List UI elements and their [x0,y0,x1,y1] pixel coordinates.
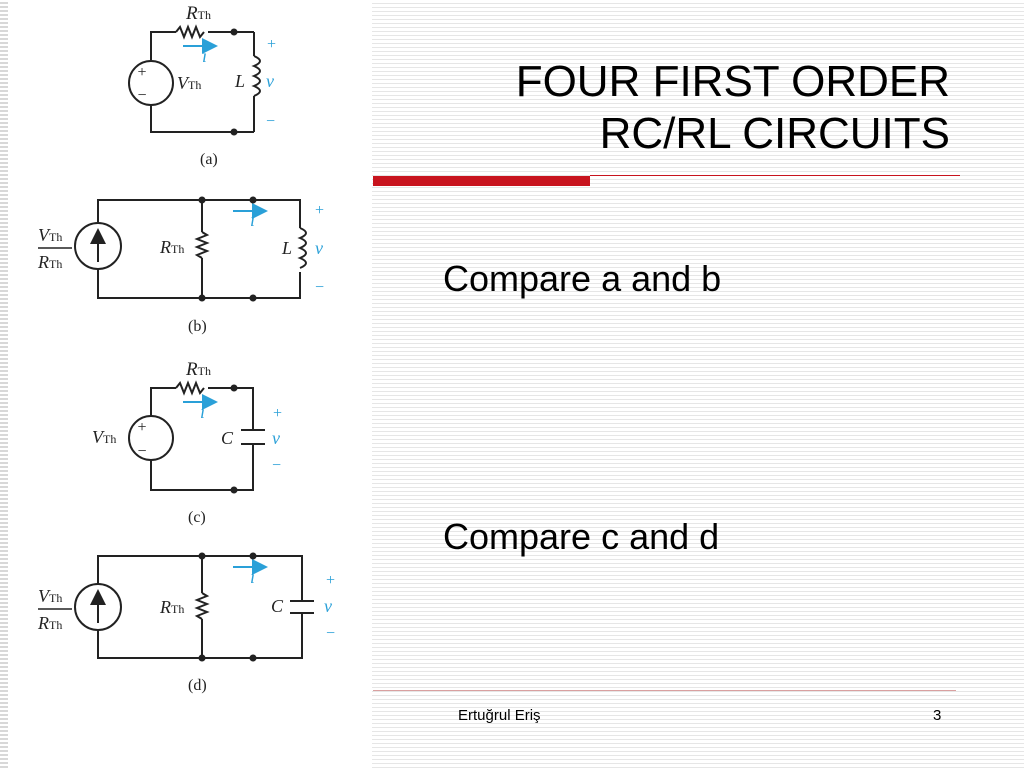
svg-text:+: + [326,572,335,589]
circuit-a [128,24,261,133]
circuit-b [74,199,307,299]
footer-author: Ertuğrul Eriş [458,707,541,724]
inductor-b [297,227,307,269]
svg-text:L: L [234,71,245,91]
slide-title-line-1: FOUR FIRST ORDER [515,57,950,106]
slide-title: FOUR FIRST ORDER RC/RL CIRCUITS [516,56,950,160]
bullet-compare-a-b: Compare a and b [443,258,722,299]
svg-text:VTh: VTh [92,427,116,447]
bullet-compare-c-d: Compare c and d [443,516,720,557]
svg-text:RTh: RTh [37,252,62,272]
svg-text:VTh: VTh [177,73,201,93]
title-rule [590,175,960,176]
circuit-figure-panel: RTh + − VTh L i + v − (a) VTh RTh RTh L … [8,0,372,768]
svg-text:RTh: RTh [159,237,184,257]
circuit-c [128,380,265,491]
svg-text:v: v [272,428,280,448]
svg-text:RTh: RTh [185,359,211,380]
svg-text:−: − [272,457,281,474]
svg-text:+: + [137,419,146,436]
voltage-source-a [128,60,174,106]
svg-text:−: − [315,279,324,296]
inductor-a [251,55,261,97]
circuit-diagrams: RTh + − VTh L i + v − (a) VTh RTh RTh L … [37,3,335,694]
svg-text:(b): (b) [188,318,207,335]
svg-text:v: v [315,238,323,258]
svg-text:RTh: RTh [159,597,184,617]
svg-text:(c): (c) [188,509,206,526]
resistor-a [175,24,205,40]
page-number: 3 [933,707,942,724]
svg-text:(a): (a) [200,151,218,168]
resistor-c [175,380,205,396]
svg-text:i: i [202,46,207,66]
current-source-d [74,583,122,631]
slide-title-line-2: RC/RL CIRCUITS [599,109,950,158]
svg-text:VTh: VTh [38,225,62,245]
svg-text:i: i [250,210,255,230]
svg-text:−: − [137,443,146,460]
svg-text:−: − [266,113,275,130]
voltage-source-c [128,415,174,461]
svg-text:(d): (d) [188,677,207,694]
svg-text:+: + [315,202,324,219]
svg-text:L: L [281,238,292,258]
svg-text:C: C [271,596,284,616]
svg-text:v: v [266,71,274,91]
svg-text:v: v [324,596,332,616]
left-stripe-decoration [0,0,8,768]
current-source-b [74,222,122,270]
svg-text:RTh: RTh [185,3,211,24]
svg-text:i: i [200,402,205,422]
svg-text:+: + [267,36,276,53]
svg-text:−: − [326,625,335,642]
svg-text:−: − [137,87,146,104]
svg-text:VTh: VTh [38,586,62,606]
svg-text:+: + [137,64,146,81]
footer-rule [373,690,956,691]
svg-text:RTh: RTh [37,613,62,633]
resistor-b [194,231,210,259]
svg-text:i: i [250,567,255,587]
svg-text:+: + [273,405,282,422]
title-accent-bar [373,176,590,186]
resistor-d [194,592,210,620]
svg-text:C: C [221,428,234,448]
